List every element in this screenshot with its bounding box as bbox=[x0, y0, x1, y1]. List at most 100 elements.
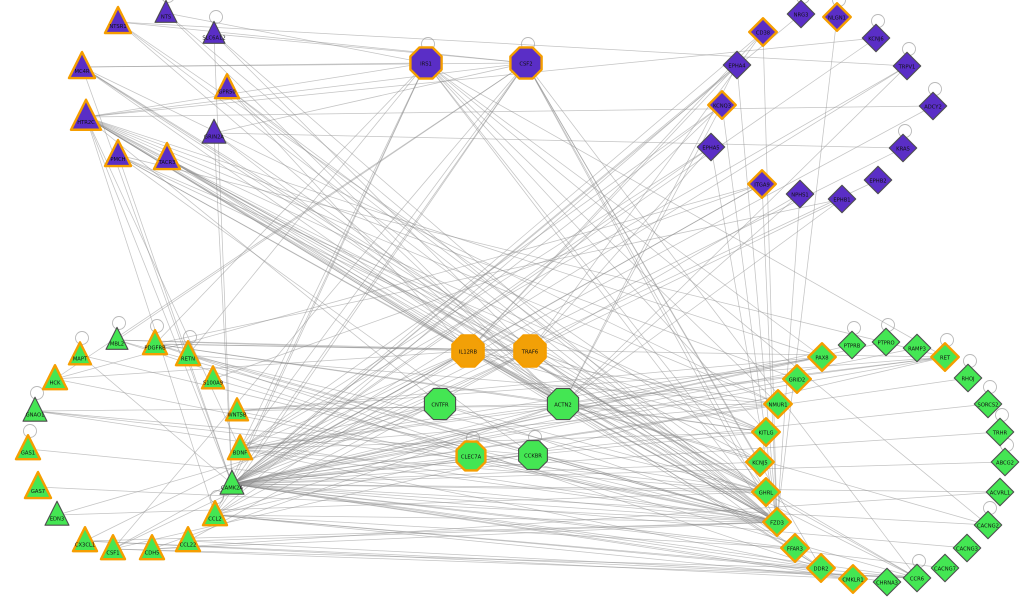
node-MBL2[interactable]: MBL2 bbox=[105, 326, 129, 350]
node-PAX8[interactable]: PAX8 bbox=[807, 342, 837, 372]
node-SORCS2[interactable]: SORCS2 bbox=[973, 389, 1003, 419]
edge bbox=[231, 431, 767, 485]
node-ACTN2[interactable]: ACTN2 bbox=[546, 387, 580, 421]
node-RAMP3[interactable]: RAMP3 bbox=[902, 333, 932, 363]
node-CMKLR1[interactable]: CMKLR1 bbox=[838, 564, 868, 594]
node-CSF2[interactable]: CSF2 bbox=[509, 46, 543, 80]
edge bbox=[213, 132, 564, 405]
self-loop bbox=[75, 331, 89, 345]
edge bbox=[85, 116, 441, 405]
node-MC4R[interactable]: MC4R bbox=[67, 50, 97, 80]
edge bbox=[529, 198, 843, 352]
node-CACNG2[interactable]: CACNG2 bbox=[973, 510, 1003, 540]
node-GPR50[interactable]: GPR50 bbox=[213, 72, 241, 100]
edge bbox=[85, 116, 216, 516]
edge bbox=[226, 87, 469, 352]
node-GAS7[interactable]: GAS7 bbox=[23, 470, 53, 500]
node-S100A9[interactable]: S100A9 bbox=[200, 365, 226, 390]
edge bbox=[231, 461, 761, 485]
node-NPHS1[interactable]: NPHS1 bbox=[785, 179, 815, 209]
edge bbox=[85, 62, 527, 118]
edge bbox=[239, 448, 822, 569]
edge bbox=[231, 183, 763, 485]
edge bbox=[187, 521, 778, 542]
self-loop bbox=[23, 424, 37, 438]
triangle-shape bbox=[141, 329, 169, 356]
node-RET[interactable]: RET bbox=[930, 342, 960, 372]
diamond-shape bbox=[748, 17, 778, 47]
node-HCK[interactable]: HCK bbox=[41, 364, 69, 391]
node-CLEC7A[interactable]: CLEC7A bbox=[455, 440, 487, 472]
edge bbox=[117, 154, 531, 352]
diamond-shape bbox=[751, 477, 781, 507]
node-KCNJ5[interactable]: KCNJ5 bbox=[745, 447, 775, 477]
node-CNTFR[interactable]: CNTFR bbox=[423, 387, 457, 421]
edge bbox=[116, 339, 472, 457]
node-RHOJ[interactable]: RHOJ bbox=[953, 363, 983, 393]
node-NTS[interactable]: NTS bbox=[154, 0, 178, 23]
node-NRG3[interactable]: NRG3 bbox=[786, 0, 816, 29]
octagon-shape bbox=[513, 334, 547, 368]
edge bbox=[562, 403, 778, 523]
node-PTPRB[interactable]: PTPRB bbox=[837, 330, 867, 360]
node-GAS1[interactable]: GAS1 bbox=[14, 434, 42, 461]
triangle-shape bbox=[103, 138, 133, 168]
node-ABCG2[interactable]: ABCG2 bbox=[990, 447, 1020, 477]
node-TRHR[interactable]: TRHR bbox=[985, 417, 1015, 447]
triangle-shape bbox=[174, 526, 202, 553]
node-CCKBR[interactable]: CCKBR bbox=[518, 440, 548, 470]
node-CACNG3[interactable]: CACNG3 bbox=[952, 533, 982, 563]
node-MAPT[interactable]: MAPT bbox=[67, 341, 93, 366]
edge bbox=[214, 514, 796, 549]
node-EPHB2[interactable]: EPHB2 bbox=[863, 165, 893, 195]
node-CCR6[interactable]: CCR6 bbox=[902, 563, 932, 593]
octagon-shape bbox=[509, 46, 543, 80]
edge bbox=[231, 65, 908, 485]
triangle-shape bbox=[22, 396, 48, 422]
edge bbox=[231, 147, 904, 485]
node-IL12RB[interactable]: IL12RB bbox=[451, 334, 485, 368]
diamond-shape bbox=[973, 389, 1003, 419]
triangle-shape bbox=[213, 72, 241, 100]
edge bbox=[85, 105, 934, 118]
node-ADCY2[interactable]: ADCY2 bbox=[918, 91, 948, 121]
node-HTR2C[interactable]: HTR2C bbox=[69, 98, 103, 131]
node-PTPRO[interactable]: PTPRO bbox=[871, 327, 901, 357]
edge bbox=[231, 483, 989, 526]
node-PMCH[interactable]: PMCH bbox=[103, 138, 133, 168]
diamond-shape bbox=[872, 567, 902, 597]
edge bbox=[231, 62, 427, 485]
node-NLGN1[interactable]: NLGN1 bbox=[822, 2, 852, 32]
edge bbox=[226, 87, 778, 523]
node-CACNG7[interactable]: CACNG7 bbox=[930, 553, 960, 583]
edge bbox=[231, 483, 1001, 493]
node-EDN3[interactable]: EDN3 bbox=[44, 500, 70, 526]
edge bbox=[187, 540, 918, 579]
node-IRS1[interactable]: IRS1 bbox=[409, 46, 443, 80]
node-NTSR1[interactable]: NTSR1 bbox=[103, 5, 133, 35]
triangle-shape bbox=[69, 98, 103, 131]
edge bbox=[79, 354, 778, 523]
edge bbox=[214, 514, 778, 523]
triangle-shape bbox=[201, 500, 229, 527]
edge bbox=[112, 548, 918, 579]
edge bbox=[239, 356, 823, 450]
triangle-shape bbox=[226, 434, 254, 461]
triangle-shape bbox=[14, 434, 42, 461]
node-TRAF6[interactable]: TRAF6 bbox=[513, 334, 547, 368]
edge bbox=[425, 62, 989, 526]
diamond-shape bbox=[782, 364, 812, 394]
node-EPHB1[interactable]: EPHB1 bbox=[827, 184, 857, 214]
edge bbox=[187, 354, 779, 405]
edge bbox=[236, 356, 823, 412]
node-KITLG[interactable]: KITLG bbox=[751, 417, 781, 447]
node-KCNJ6[interactable]: KCNJ6 bbox=[861, 23, 891, 53]
triangle-shape bbox=[67, 50, 97, 80]
edge bbox=[187, 354, 767, 493]
node-CX3CL1[interactable]: CX3CL1 bbox=[71, 526, 99, 553]
node-CD38[interactable]: CD38 bbox=[748, 17, 778, 47]
node-ITGA9[interactable]: ITGA9 bbox=[747, 169, 777, 199]
node-KRAS[interactable]: KRAS bbox=[888, 133, 918, 163]
node-GNAO1[interactable]: GNAO1 bbox=[22, 396, 48, 422]
node-EPHA5[interactable]: EPHA5 bbox=[696, 132, 726, 162]
